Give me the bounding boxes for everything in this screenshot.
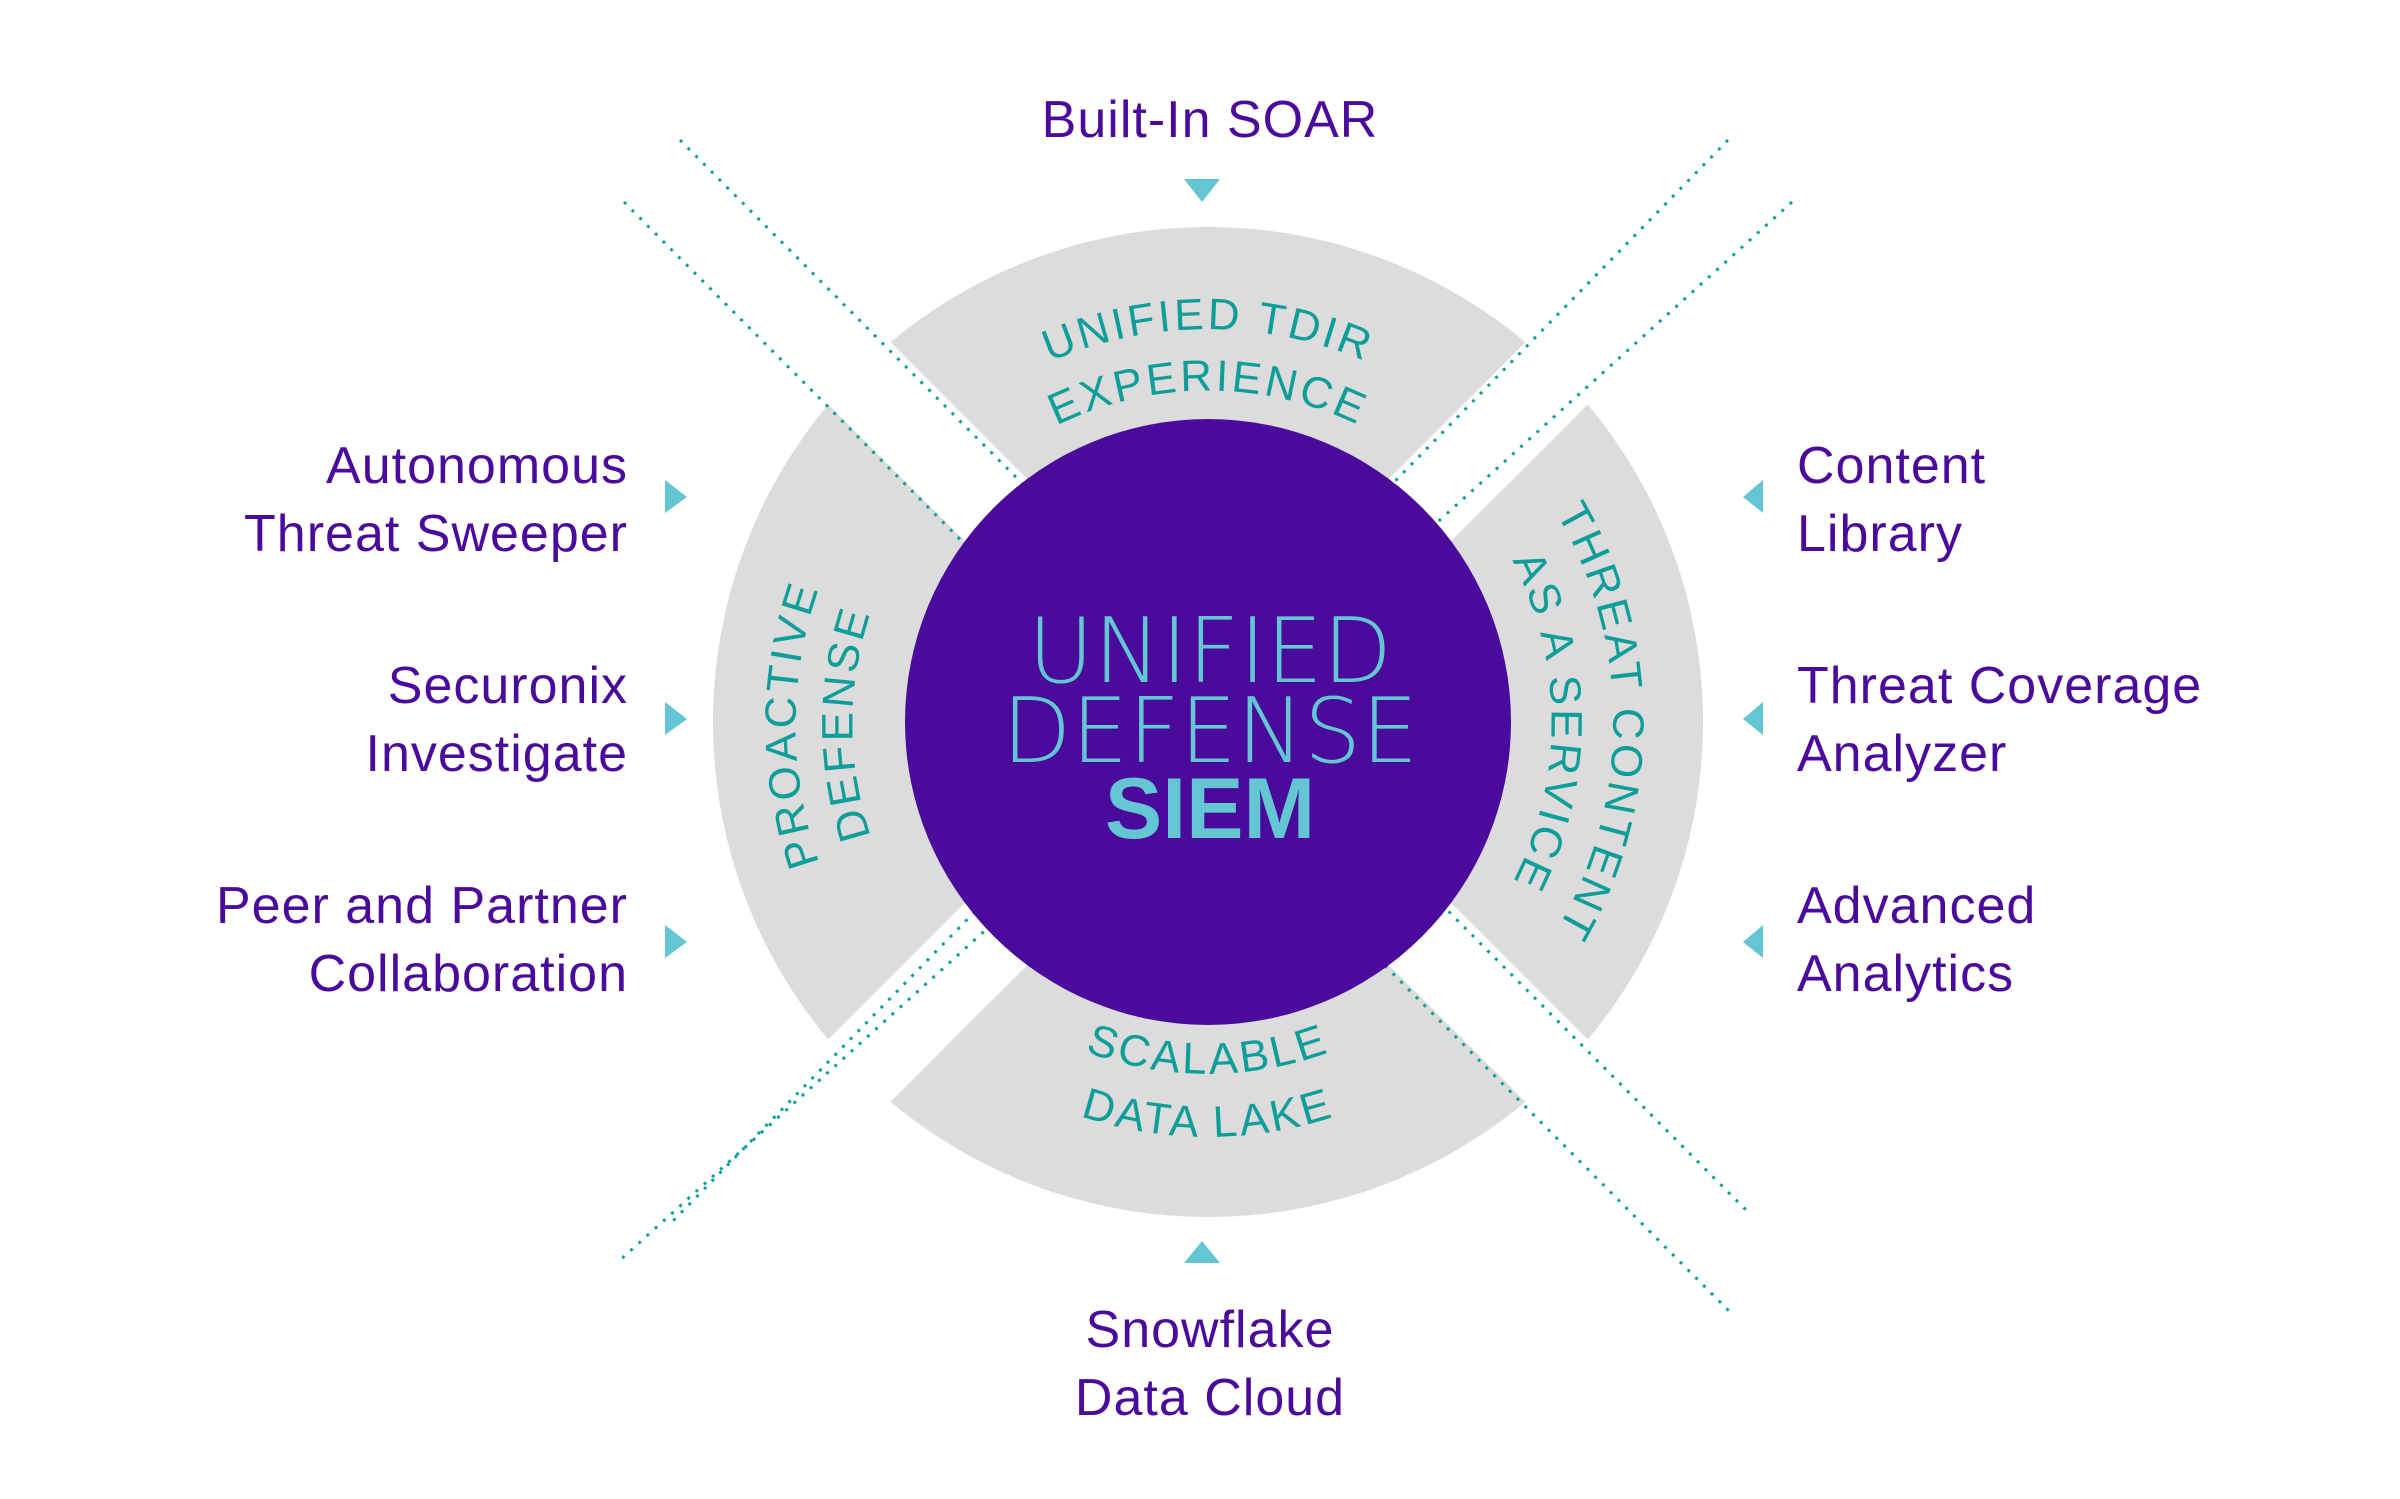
core-title-line1: UNIFIED [1028,599,1392,704]
core-title-line2: DEFENSE [1002,679,1418,784]
label-content-library: Content Library [1797,437,1987,563]
arrow-left-icon [1743,702,1763,735]
core-circle [905,419,1511,1025]
arrow-down-icon [1184,179,1220,202]
label-built-in-soar: Built-In SOAR [1041,91,1379,149]
label-advanced-analytics: Advanced Analytics [1797,877,2037,1003]
arrow-right-icon [665,702,687,735]
label-threat-coverage-analyzer: Threat Coverage Analyzer [1797,657,2203,783]
arrow-left-icon [1743,925,1763,958]
arrow-up-icon [1184,1241,1220,1263]
label-snowflake-data-cloud: Snowflake Data Cloud [1074,1301,1346,1427]
arrow-left-icon [1743,480,1763,513]
label-securonix-investigate: Securonix Investigate [365,657,628,783]
arrow-right-icon [665,925,687,958]
label-peer-partner-collaboration: Peer and Partner Collaboration [215,877,628,1003]
label-autonomous-threat-sweeper: Autonomous Threat Sweeper [244,437,628,563]
core-title-line3: SIEM [1105,761,1315,857]
arrow-right-icon [665,480,687,513]
